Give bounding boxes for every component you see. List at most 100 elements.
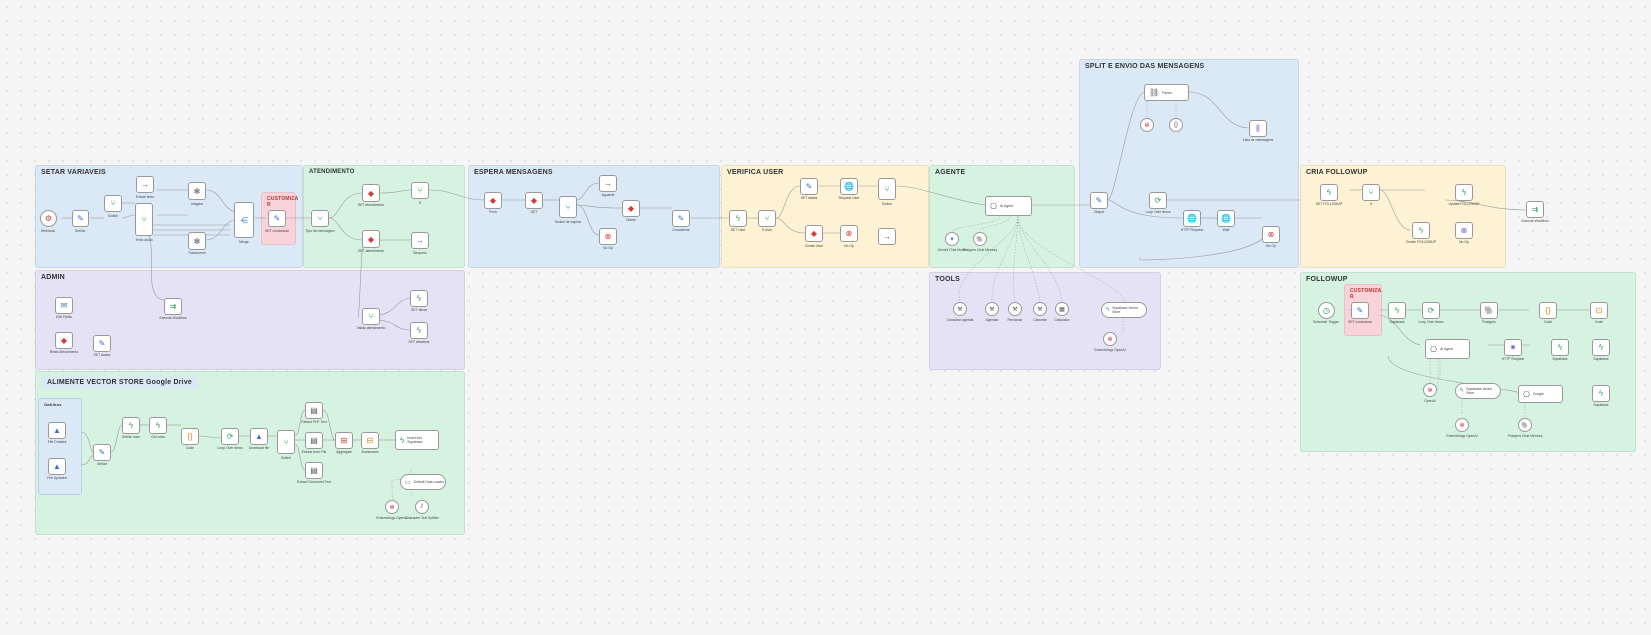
admin-redis-node[interactable]: ◆	[55, 332, 73, 349]
extract-node[interactable]: →	[136, 176, 154, 193]
group-verifica-user[interactable]: VERIFICA USER	[721, 165, 929, 268]
parser-structured-node[interactable]: {}	[1169, 118, 1183, 132]
switch1-node[interactable]: ⑂	[104, 195, 122, 212]
tool-agendar-node[interactable]: ⚒	[985, 302, 999, 316]
if-atendimento-node[interactable]: ⑂	[411, 182, 429, 199]
parser-model-node[interactable]: ✻	[1140, 118, 1154, 132]
redis-delete-node[interactable]: ◆	[622, 200, 640, 217]
fu-supabase2-node[interactable]: ϟ	[1551, 339, 1569, 356]
fu-ai2-node[interactable]: ⎔Google	[1518, 385, 1563, 403]
admin-exec-node[interactable]: ⇉	[164, 298, 182, 315]
tool-remarcar-node[interactable]: ⚒	[1008, 302, 1022, 316]
chk-atendimento-node[interactable]: ⑂	[362, 308, 380, 325]
openai-transcribe-node[interactable]: ✻	[188, 232, 206, 250]
vs-embeddings-node[interactable]: ✻	[385, 500, 399, 514]
output-node[interactable]: ✎	[1090, 192, 1108, 209]
vs-delete-node[interactable]: ϟ	[122, 417, 140, 434]
fu-supabase-node[interactable]: ϟ	[1388, 302, 1406, 319]
cria-update-node[interactable]: ϟ	[1455, 184, 1473, 201]
vs-ext2-node[interactable]: ▤	[305, 432, 323, 449]
merge-node[interactable]: ⋲	[234, 202, 254, 238]
fu-code2-node[interactable]: ⊡	[1590, 302, 1608, 319]
group-cria-followup[interactable]: CRIA FOLLOWUP	[1300, 165, 1506, 268]
fu-code-node[interactable]: {}	[1539, 302, 1557, 319]
tipomsg-node[interactable]: ⑂	[311, 210, 329, 227]
fu-set-node[interactable]: ✎	[1351, 302, 1369, 319]
vs-loop-node[interactable]: ⟳	[221, 428, 239, 445]
cria-create-node[interactable]: ϟ	[1412, 222, 1430, 239]
vs-aggregate-node[interactable]: ⊞	[335, 432, 353, 449]
aguarde-node[interactable]: →	[599, 175, 617, 192]
noop-espera-node[interactable]: ⊗	[599, 228, 617, 245]
vs-ext1-node[interactable]: ▤	[305, 402, 323, 419]
cria-if-node[interactable]: ⑂	[1362, 184, 1380, 201]
switch-user-node[interactable]: ⑂	[878, 178, 896, 200]
fu-agent-node[interactable]: ⎔AI Agent	[1425, 339, 1470, 359]
vs-loader-node[interactable]: ▭Default Data Loader	[400, 474, 446, 490]
noop-user-node[interactable]: ⊗	[840, 225, 858, 242]
tool-calculator-node[interactable]: ▦	[1055, 302, 1069, 316]
cria-redis-node[interactable]: ϟ	[1320, 184, 1338, 201]
set-dados-node[interactable]: ✎	[800, 178, 818, 195]
cria-exec-node[interactable]: ⇉	[1526, 201, 1544, 218]
tool-embeddings-node[interactable]: ✻	[1103, 332, 1117, 346]
tool-cancelar-node[interactable]: ⚒	[1033, 302, 1047, 316]
wait-envio-node[interactable]: 🌐	[1217, 210, 1235, 227]
set-ativar-node[interactable]: ϟ	[410, 290, 428, 307]
group-gatilhos[interactable]: Gatilhos	[38, 398, 82, 495]
fu-loop-node[interactable]: ⟳	[1422, 302, 1440, 319]
vs-switch-node[interactable]: ⑂	[277, 430, 295, 454]
bloqueio-node[interactable]: →	[411, 232, 429, 249]
vs-summarize-node[interactable]: ⊟	[361, 432, 379, 449]
redis-push-node[interactable]: ◆	[484, 192, 502, 209]
redis-get-node[interactable]: ◆	[362, 230, 380, 248]
set-desativar-node[interactable]: ϟ	[410, 322, 428, 339]
request-user-node[interactable]: 🌐	[840, 178, 858, 195]
vs-code-node[interactable]: {}	[181, 428, 199, 445]
fu-memory-node[interactable]: 🐘	[1518, 418, 1532, 432]
create-user-node[interactable]: ◆	[805, 225, 823, 242]
fu-supabase3-node[interactable]: ϟ	[1592, 339, 1610, 356]
redis-set-node[interactable]: ◆	[362, 184, 380, 202]
memory-node[interactable]: 🐘	[973, 232, 987, 246]
arrow-user-node[interactable]: →	[878, 228, 896, 245]
group-agente[interactable]: AGENTE	[929, 165, 1075, 268]
setvars-node[interactable]: ✎	[72, 210, 89, 227]
customizer-node[interactable]: ✎	[268, 210, 286, 227]
redis-get-espera-node[interactable]: ◆	[525, 192, 543, 209]
fu-embeddings-node[interactable]: ✻	[1455, 418, 1469, 432]
cria-noop-node[interactable]: ⊗	[1455, 222, 1473, 239]
fu-supabase4-node[interactable]: ϟ	[1592, 385, 1610, 402]
gemini-node[interactable]: ✦	[945, 232, 959, 246]
textoaudio-node[interactable]: ⑂	[135, 203, 153, 236]
switch-espera-node[interactable]: ⑂	[559, 196, 577, 218]
fu-http-node[interactable]: ✷	[1504, 339, 1522, 356]
ai-agent-node[interactable]: ⎔AI Agent	[985, 196, 1032, 216]
vs-get-node[interactable]: ϟ	[149, 417, 167, 434]
fu-trigger-node[interactable]: ◷	[1318, 302, 1335, 319]
noop-envio-node[interactable]: ⊗	[1262, 226, 1280, 243]
parser-node[interactable]: ⛓Parser	[1144, 84, 1189, 101]
vs-set-node[interactable]: ✎	[93, 444, 111, 461]
loop-node[interactable]: ⟳	[1149, 192, 1167, 209]
http-envio-node[interactable]: 🌐	[1183, 210, 1201, 227]
admin-set-node[interactable]: ✎	[93, 335, 111, 352]
fu-postgres-node[interactable]: 🐘	[1480, 302, 1498, 319]
vs-trigger2-node[interactable]: ▲	[48, 458, 66, 475]
tool-consultar-node[interactable]: ⚒	[953, 302, 967, 316]
vs-ext3-node[interactable]: ▤	[305, 462, 323, 479]
webhook-node[interactable]: ⚙	[40, 210, 57, 227]
set-user-node[interactable]: ϟ	[729, 210, 747, 227]
openai-image-node[interactable]: ✻	[188, 182, 206, 200]
vs-drive-node[interactable]: ▲	[250, 428, 268, 445]
if-user-node[interactable]: ⑂	[758, 210, 776, 227]
vs-splitter-node[interactable]: ⫽	[415, 500, 429, 514]
fu-gpt-node[interactable]: ✻	[1423, 383, 1437, 397]
vs-trigger1-node[interactable]: ▲	[48, 422, 66, 439]
admin-msg-node[interactable]: ✉	[55, 297, 73, 314]
concatenar-node[interactable]: ✎	[672, 210, 690, 227]
